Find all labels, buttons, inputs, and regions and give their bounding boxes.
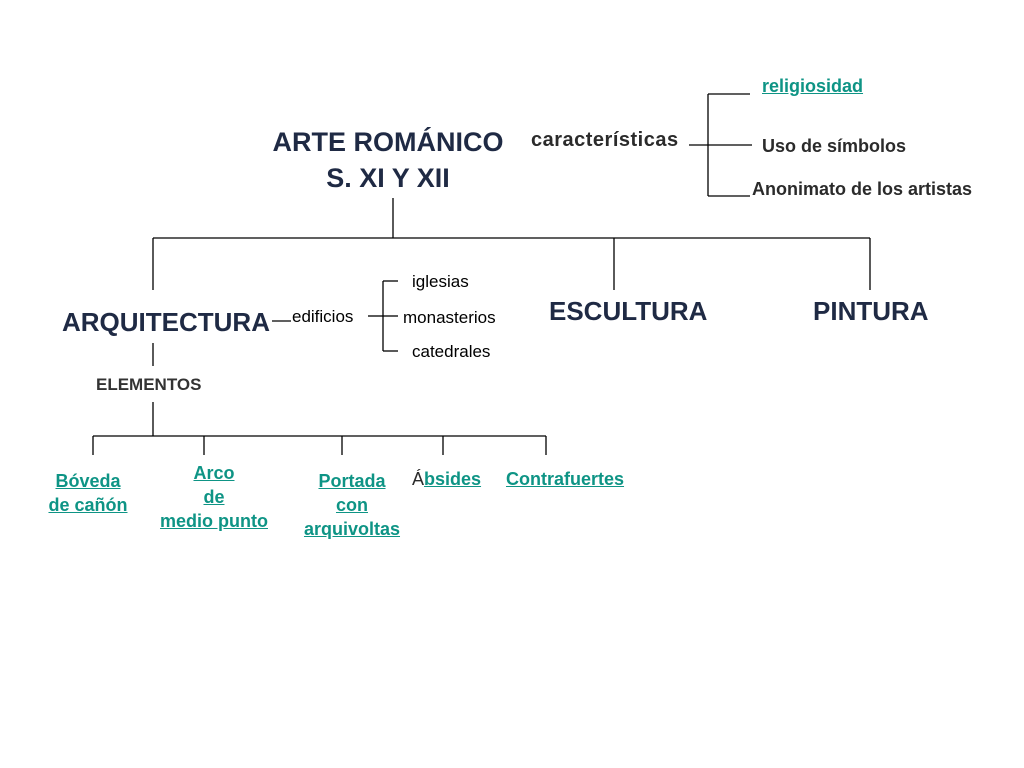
religiosidad-link[interactable]: religiosidad	[762, 76, 864, 96]
arquitectura-label: ARQUITECTURA	[62, 307, 270, 337]
boveda-line1: Bóveda	[55, 471, 121, 491]
escultura-label: ESCULTURA	[549, 296, 708, 326]
caracteristicas-label: características	[531, 129, 679, 151]
boveda-de-canon-link[interactable]: Bóveda de cañón	[37, 469, 139, 517]
absides-prefix: Á	[412, 469, 425, 489]
boveda-line2: de cañón	[48, 495, 128, 515]
iglesias-label: iglesias	[412, 272, 469, 291]
arco-line2: de	[203, 487, 225, 507]
arco-line1: Arco	[193, 463, 235, 483]
uso-de-simbolos-label: Uso de símbolos	[762, 136, 907, 156]
absides-item: Ábsides	[412, 470, 481, 488]
main-title-line1: ARTE ROMÁNICO	[272, 127, 504, 157]
arco-medio-punto-link[interactable]: Arco de medio punto	[151, 461, 277, 533]
elementos-label: ELEMENTOS	[96, 375, 202, 394]
anonimato-label: Anonimato de los artistas	[752, 179, 973, 199]
portada-arquivoltas-link[interactable]: Portada con arquivoltas	[292, 469, 412, 541]
main-title-line2: S. XI Y XII	[326, 163, 450, 193]
monasterios-label: monasterios	[403, 308, 496, 327]
contrafuertes-link[interactable]: Contrafuertes	[506, 469, 625, 489]
catedrales-label: catedrales	[412, 342, 491, 361]
main-title: ARTE ROMÁNICO S. XI Y XII	[250, 124, 526, 196]
pintura-label: PINTURA	[813, 296, 929, 326]
portada-line2: con	[335, 495, 368, 515]
arco-line3: medio punto	[160, 511, 268, 531]
edificios-label: edificios	[292, 307, 354, 326]
portada-line1: Portada	[318, 471, 386, 491]
portada-line3: arquivoltas	[303, 519, 401, 539]
absides-link[interactable]: bsides	[424, 469, 482, 489]
